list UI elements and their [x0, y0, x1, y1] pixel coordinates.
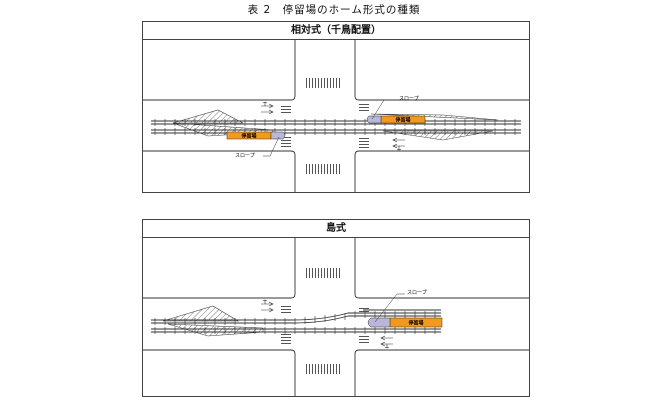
slope-label: スロープ	[399, 96, 419, 102]
road-outline	[143, 238, 529, 396]
hatched-zebra-zone	[167, 323, 264, 337]
hatched-zebra-zone	[172, 109, 244, 124]
crosswalk	[281, 106, 291, 147]
hatched-zebra-zone	[370, 113, 499, 121]
panel-heading: 相対式（千鳥配置）	[143, 22, 529, 40]
slope	[367, 317, 391, 328]
figure-title: 表 2 停留場のホーム形式の種類	[247, 4, 421, 16]
leader-line	[263, 136, 280, 157]
road-outline	[143, 40, 529, 192]
panel-heading: 島式	[143, 220, 529, 238]
slope	[366, 115, 382, 124]
panel-staggered-platforms: 相対式（千鳥配置）	[142, 21, 530, 193]
crosswalk	[306, 78, 340, 88]
slope	[270, 131, 286, 140]
hatched-zebra-zone	[162, 305, 240, 322]
leader-line	[371, 99, 395, 120]
crosswalk	[306, 268, 340, 278]
lane-arrow-icon	[261, 299, 393, 349]
panel-island-platform: 島式	[142, 219, 530, 397]
island-platform-diagram: 停留場 スロープ	[143, 238, 529, 396]
crosswalk	[281, 306, 291, 344]
track-sleepers	[154, 311, 436, 334]
lane-arrow-icon	[261, 101, 405, 151]
platform-label: 停留場	[395, 117, 410, 124]
platform-label: 停留場	[408, 320, 423, 327]
slope-label: スロープ	[235, 153, 255, 159]
leader-line	[374, 293, 405, 323]
crosswalk	[359, 104, 369, 148]
crosswalk	[306, 364, 340, 374]
platform-label: 停留場	[241, 133, 256, 140]
tram-track	[151, 120, 521, 134]
crosswalk	[359, 308, 369, 343]
staggered-platform-diagram: 停留場 スロープ 停留場 スロープ	[143, 40, 529, 192]
slope-label: スロープ	[407, 290, 427, 296]
hatched-zebra-zone	[382, 130, 494, 141]
crosswalk	[306, 164, 340, 174]
tram-track	[151, 309, 441, 333]
